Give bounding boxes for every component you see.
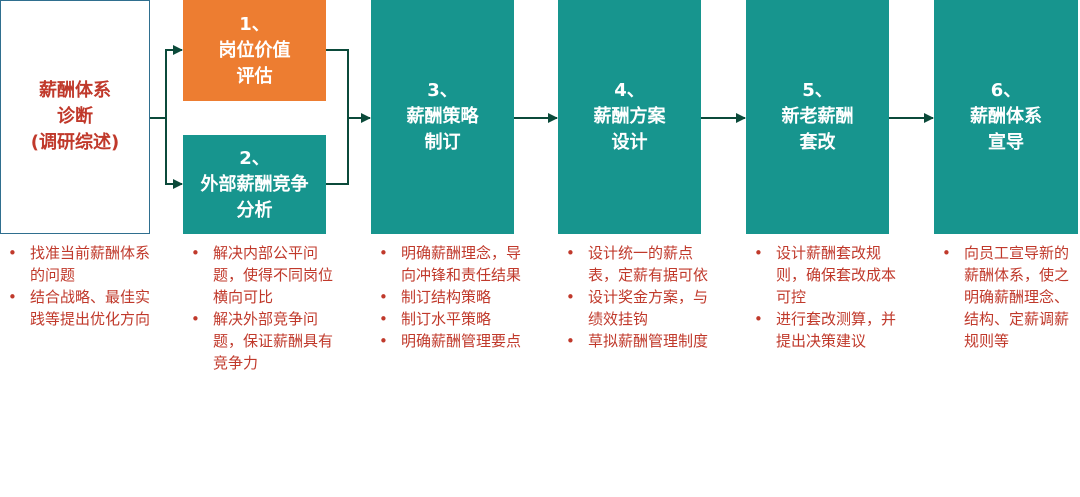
note-item: 找准当前薪酬体系的问题 [0, 242, 155, 286]
connector-step1-merge [326, 49, 349, 185]
step6-line-1: 薪酬体系 [970, 106, 1042, 127]
note-item: 设计薪酬套改规则，确保套改成本可控 [746, 242, 901, 308]
arrow-diagnosis-to-step2 [165, 118, 183, 189]
step2-box: 2、 外部薪酬竞争 分析 [183, 135, 326, 234]
step5-number: 5、 [802, 80, 833, 101]
note-item: 结合战略、最佳实践等提出优化方向 [0, 286, 155, 330]
arrow-diagnosis-to-step1 [150, 45, 183, 119]
step2-number: 2、 [239, 147, 270, 169]
step5-notes: 设计薪酬套改规则，确保套改成本可控 进行套改测算，并提出决策建议 [746, 242, 901, 352]
diagnosis-line-2: 诊断 [57, 106, 93, 127]
note-item: 设计统一的薪点表，定薪有据可依 [558, 242, 713, 286]
diagnosis-line-3: (调研综述) [30, 132, 120, 153]
step4-number: 4、 [614, 80, 645, 101]
note-item: 进行套改测算，并提出决策建议 [746, 308, 901, 352]
step3-line-2: 制订 [424, 132, 461, 153]
diagnosis-box: 薪酬体系 诊断 (调研综述) [0, 0, 150, 234]
step2-line-2: 分析 [236, 199, 273, 221]
step3-line-1: 薪酬策略 [406, 106, 479, 127]
step5-line-1: 新老薪酬 [781, 106, 854, 127]
diagnosis-line-1: 薪酬体系 [39, 80, 111, 101]
note-item: 草拟薪酬管理制度 [558, 330, 713, 352]
step2-line-1: 外部薪酬竞争 [200, 173, 309, 195]
note-item: 设计奖金方案，与绩效挂钩 [558, 286, 713, 330]
step4-line-1: 薪酬方案 [593, 106, 666, 127]
note-item: 解决外部竞争问题，保证薪酬具有竞争力 [183, 308, 333, 374]
step6-line-2: 宣导 [988, 132, 1024, 153]
step4-box: 4、 薪酬方案 设计 [558, 0, 701, 234]
step4-notes: 设计统一的薪点表，定薪有据可依 设计奖金方案，与绩效挂钩 草拟薪酬管理制度 [558, 242, 713, 352]
step5-box: 5、 新老薪酬 套改 [746, 0, 889, 234]
diagnosis-notes: 找准当前薪酬体系的问题 结合战略、最佳实践等提出优化方向 [0, 242, 155, 330]
step4-line-2: 设计 [611, 132, 648, 153]
step6-notes: 向员工宣导新的薪酬体系，使之明确薪酬理念、结构、定薪调薪规则等 [934, 242, 1080, 352]
note-item: 解决内部公平问题，使得不同岗位横向可比 [183, 242, 333, 308]
step5-line-2: 套改 [799, 132, 836, 153]
note-item: 明确薪酬管理要点 [371, 330, 526, 352]
step3-number: 3、 [427, 80, 458, 101]
step1-line-2: 评估 [236, 65, 273, 87]
step1-box: 1、 岗位价值 评估 [183, 0, 326, 101]
step1-line-1: 岗位价值 [218, 39, 291, 61]
step1-number: 1、 [239, 13, 270, 35]
step3-box: 3、 薪酬策略 制订 [371, 0, 514, 234]
step6-number: 6、 [990, 80, 1022, 101]
step1-2-notes: 解决内部公平问题，使得不同岗位横向可比 解决外部竞争问题，保证薪酬具有竞争力 [183, 242, 333, 374]
step3-notes: 明确薪酬理念，导向冲锋和责任结果 制订结构策略 制订水平策略 明确薪酬管理要点 [371, 242, 526, 352]
note-item: 向员工宣导新的薪酬体系，使之明确薪酬理念、结构、定薪调薪规则等 [934, 242, 1080, 352]
note-item: 明确薪酬理念，导向冲锋和责任结果 [371, 242, 526, 286]
note-item: 制订水平策略 [371, 308, 526, 330]
note-item: 制订结构策略 [371, 286, 526, 308]
step6-box: 6、 薪酬体系 宣导 [934, 0, 1078, 234]
